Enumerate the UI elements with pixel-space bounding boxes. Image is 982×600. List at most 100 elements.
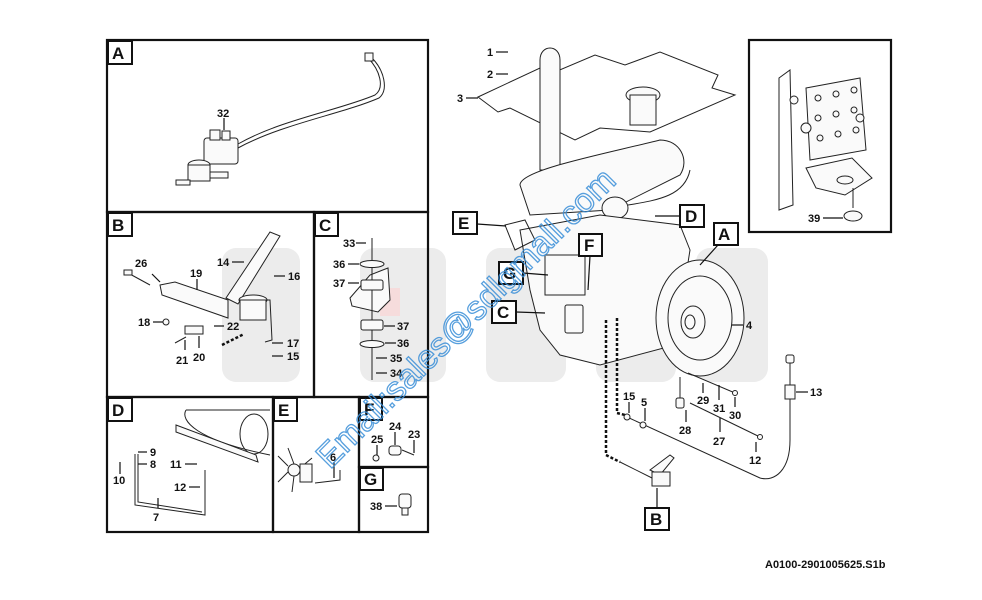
fan-drawing — [277, 447, 313, 493]
section-tag-a: A — [699, 222, 739, 266]
sensor-24 — [388, 445, 402, 456]
callout-16: 16 — [288, 271, 300, 283]
panel-f-tag — [359, 397, 383, 421]
panel-e-label: E — [278, 401, 289, 420]
section-tag-d: D — [655, 204, 705, 228]
callout-23: 23 — [408, 429, 420, 441]
callout-25: 25 — [371, 434, 383, 446]
callout-19: 19 — [190, 268, 202, 280]
cover-plate — [477, 51, 737, 141]
engine-block-side — [778, 69, 794, 211]
callout-34: 34 — [390, 368, 403, 380]
sensor-38 — [398, 493, 412, 509]
callout-37-bottom: 37 — [397, 321, 409, 333]
section-tag-g: G — [498, 261, 549, 285]
rod-27 — [689, 402, 761, 438]
callout-28: 28 — [679, 425, 691, 437]
callout-39: 39 — [808, 213, 820, 225]
svg-text:G: G — [503, 264, 516, 283]
panel-f-label: F — [364, 400, 374, 419]
drawing-reference-code: A0100-2901005625.S1b — [765, 559, 886, 571]
throttle-cable — [626, 395, 791, 480]
pedal — [225, 231, 281, 305]
panel-c-tag — [314, 212, 339, 237]
panel-d-label: D — [112, 401, 124, 420]
rod-end — [184, 325, 204, 335]
callout-10: 10 — [113, 475, 125, 487]
panel-b-label: B — [112, 216, 124, 235]
svg-text:B: B — [650, 510, 662, 529]
section-tag-e: E — [452, 211, 507, 235]
svg-text:D: D — [685, 207, 697, 226]
fuel-rail — [175, 424, 259, 463]
panel-b-tag — [107, 212, 133, 237]
callout-17: 17 — [287, 338, 299, 350]
section-tag-f: F — [578, 233, 603, 291]
callout-22: 22 — [227, 321, 239, 333]
detail-panel-g: G 38 — [357, 465, 430, 534]
svg-text:A: A — [718, 225, 730, 244]
inset-frame — [747, 38, 893, 234]
detail-panel-f: F 24 23 25 — [357, 395, 430, 469]
panel-a-label: A — [112, 44, 124, 63]
section-tag-c: C — [491, 300, 546, 324]
detail-panel-inset: 39 — [747, 38, 893, 234]
callout-35: 35 — [390, 353, 402, 365]
callout-15: 15 — [287, 351, 299, 363]
fuel-pipe-7 — [134, 454, 206, 516]
callout-14: 14 — [217, 257, 230, 269]
callout-12-main: 12 — [749, 455, 761, 467]
callout-26: 26 — [135, 258, 147, 270]
flywheel-housing — [655, 259, 745, 377]
callout-30: 30 — [729, 410, 741, 422]
bolt-25 — [372, 454, 380, 462]
callout-1: 1 — [487, 47, 493, 59]
panel-e-tag — [273, 397, 298, 422]
detail-panel-c: C 33 36 37 37 36 35 34 — [312, 210, 430, 399]
callout-15-main: 15 — [623, 391, 635, 403]
callout-31: 31 — [713, 403, 725, 415]
bracket — [159, 281, 229, 319]
detail-panel-d: D 9 8 10 11 12 7 — [105, 395, 275, 534]
pipe-6 — [314, 470, 341, 484]
callout-6: 6 — [330, 452, 336, 464]
engine-block — [519, 214, 691, 366]
fuel-filter — [564, 304, 584, 334]
panel-g-tag — [359, 467, 384, 491]
callout-27: 27 — [713, 436, 725, 448]
muffler — [519, 139, 685, 216]
mount-37-top — [360, 279, 384, 291]
callout-4: 4 — [746, 320, 753, 332]
main-engine-view: E D A F G C B — [452, 47, 822, 531]
section-tag-b: B — [644, 488, 670, 531]
callout-21: 21 — [176, 355, 188, 367]
detail-panel-a: A 32 — [105, 38, 430, 214]
washer-36-top — [359, 260, 385, 268]
link-dashed — [221, 332, 245, 347]
dashed-link-left — [604, 320, 621, 464]
callout-13: 13 — [810, 387, 822, 399]
rubber-mount-39 — [843, 210, 863, 222]
panel-g-frame — [357, 465, 430, 534]
callout-11: 11 — [170, 459, 182, 471]
callout-36-top: 36 — [333, 259, 345, 271]
callout-5: 5 — [641, 397, 647, 409]
panel-a-tag — [107, 40, 133, 65]
engine-cylinder-d — [239, 413, 269, 455]
mount-37-bottom — [360, 319, 384, 331]
mount-bracket — [805, 157, 873, 196]
callout-36-bottom: 36 — [397, 338, 409, 350]
panel-g-label: G — [364, 470, 377, 489]
panel-a-frame — [105, 38, 430, 214]
brake-valve — [203, 137, 239, 165]
panel-d-tag — [107, 397, 133, 422]
dashed-link-right — [615, 318, 626, 417]
exhaust-pipe — [539, 47, 561, 171]
callout-33: 33 — [343, 238, 355, 250]
callout-18: 18 — [138, 317, 150, 329]
svg-text:F: F — [584, 236, 594, 255]
callout-38: 38 — [370, 501, 382, 513]
callout-8: 8 — [150, 459, 156, 471]
